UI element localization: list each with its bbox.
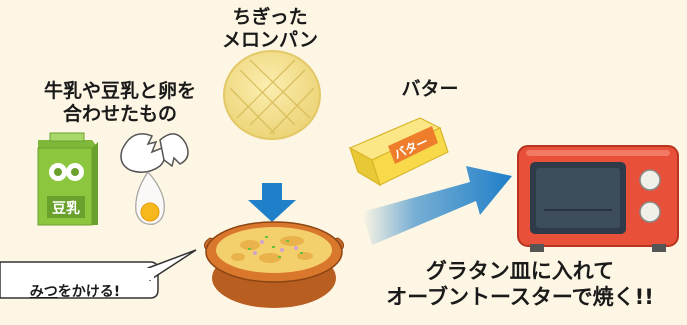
speech-bubble [0,249,197,299]
melon-bread-label-line2: メロンパン [222,28,318,51]
toaster-oven-icon [517,145,679,252]
cracked-egg-icon [120,133,189,225]
gratin-dish-icon [204,221,344,308]
speech-bubble-rest: をかける! [57,284,121,300]
butter-icon: バター [348,117,449,187]
milk-egg-label-line2: 合わせたもの [62,102,177,125]
diagonal-arrow-icon [362,166,512,245]
melon-bread-label: ちぎった メロンパン [205,6,335,52]
gratin-instruction-line2: オーブントースターで焼く!! [386,285,654,310]
melon-bread-icon [223,50,321,140]
melon-bread-label-line1: ちぎった [232,6,308,28]
soy-milk-carton-icon: 豆乳 [37,132,98,226]
speech-bubble-text: みつをかける! [0,281,150,301]
soy-milk-label: 豆乳 [52,200,80,217]
gratin-instruction-label: グラタン皿に入れて オーブントースターで焼く!! [355,258,685,311]
milk-egg-label: 牛乳や豆乳と卵を 合わせたもの [0,80,240,126]
speech-bubble-underlined: みつ [29,284,58,300]
butter-label: バター [401,78,459,100]
milk-egg-label-line1: 牛乳や豆乳と卵を [43,80,196,102]
down-arrow-icon [248,183,296,222]
gratin-instruction-line1: グラタン皿に入れて [425,259,615,283]
